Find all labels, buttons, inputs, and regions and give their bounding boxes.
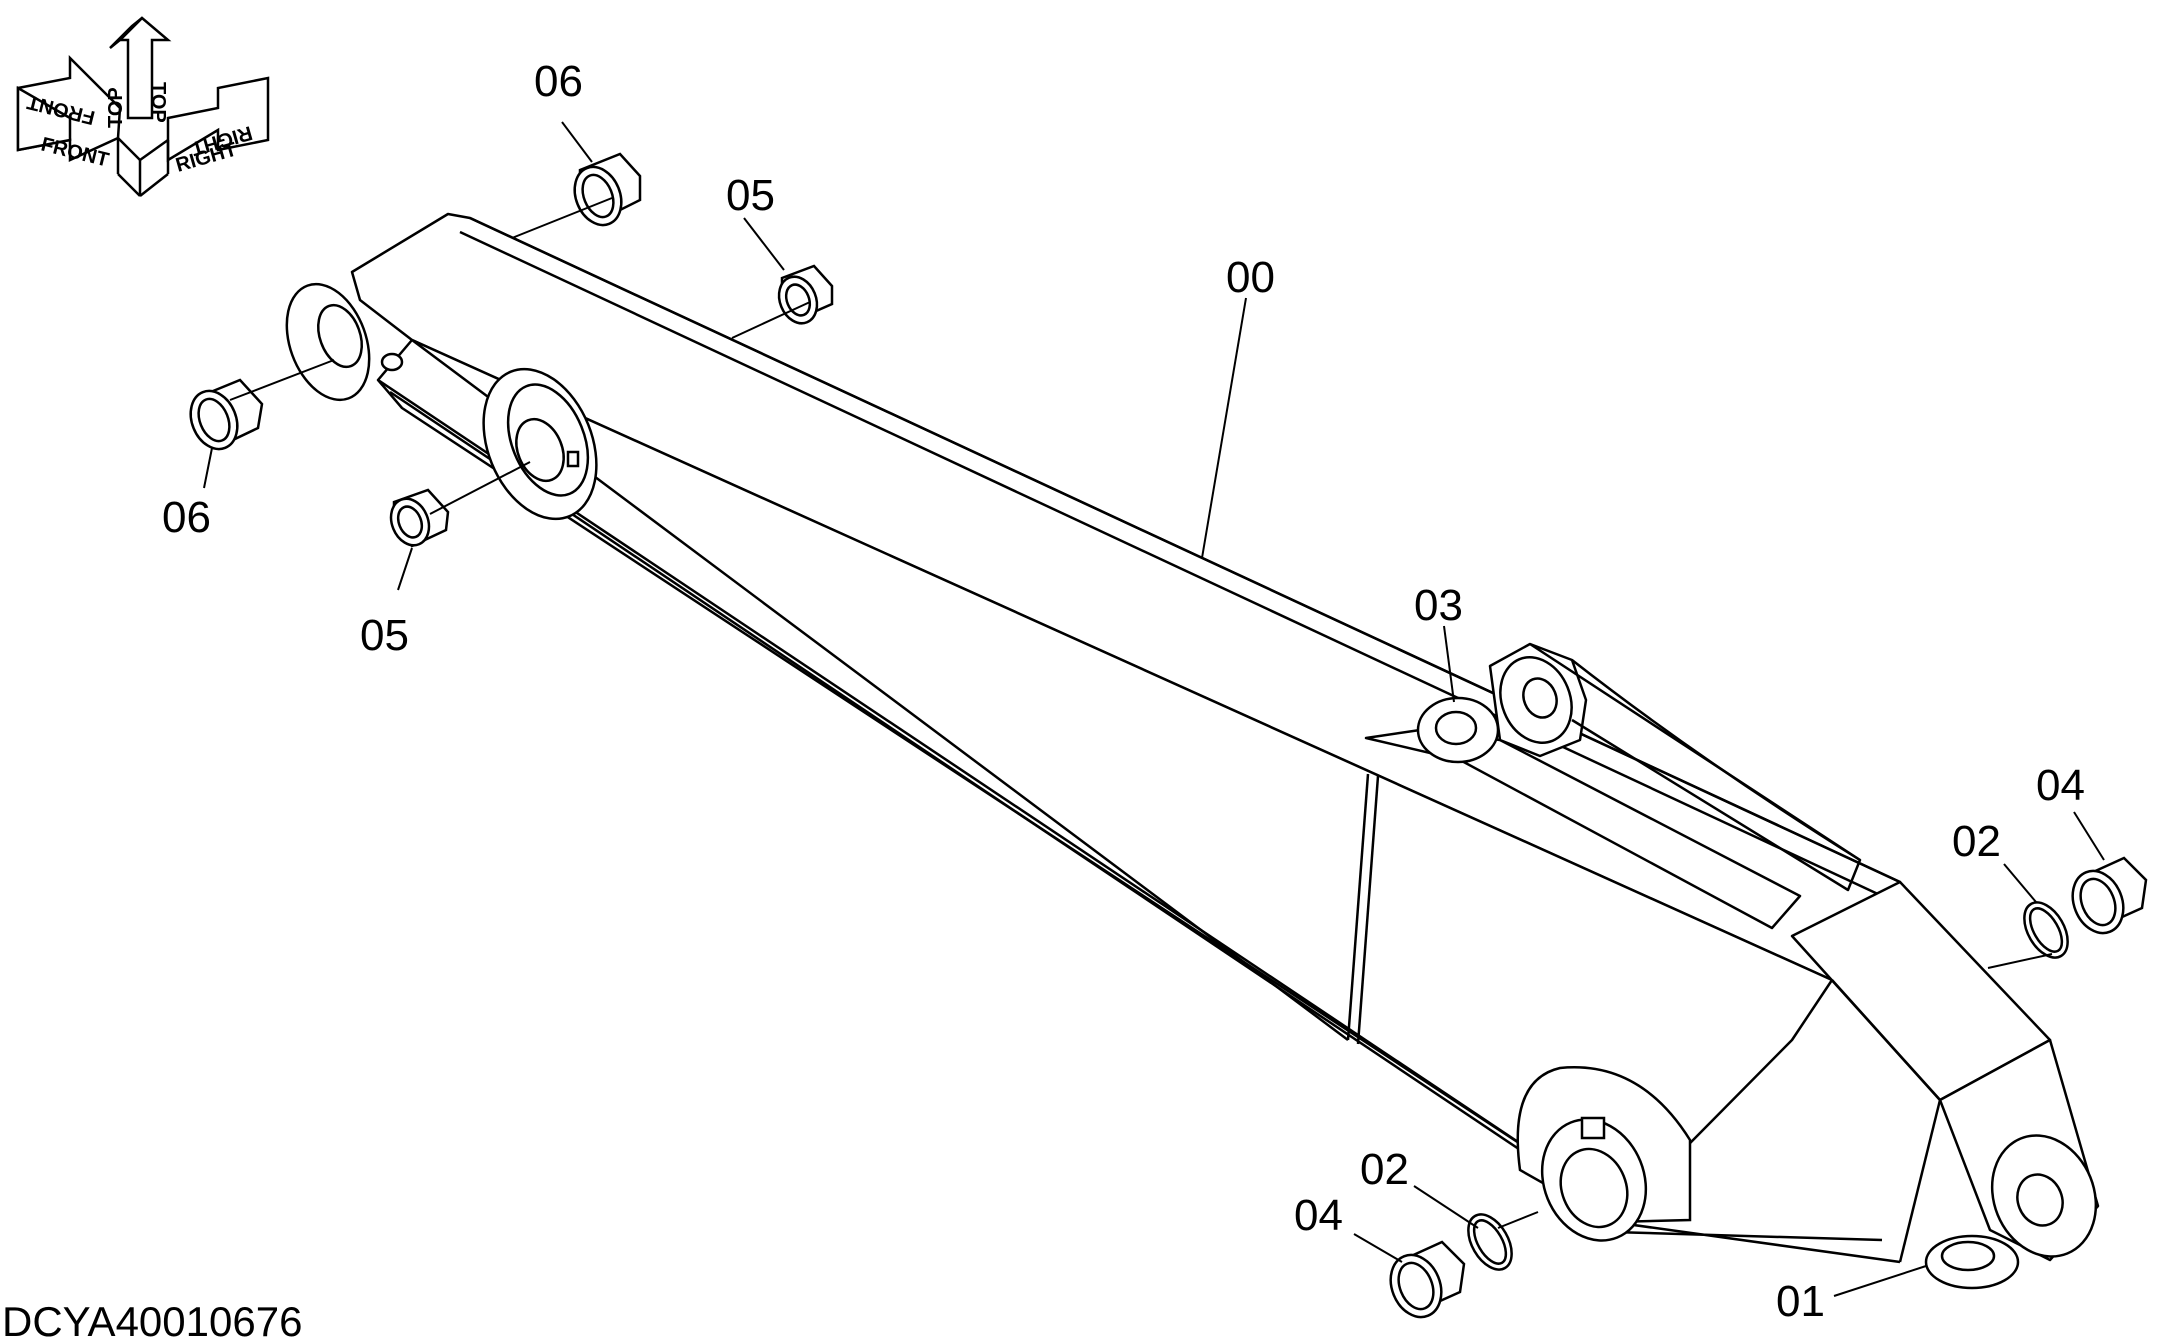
ring-02-bottom (1467, 1213, 1513, 1271)
callout-01: 01 (1776, 1277, 1825, 1326)
callout-06: 06 (534, 57, 583, 106)
bushing-05-left (389, 488, 450, 548)
compass-top-label-mirror: TOP (147, 82, 169, 123)
arm-bottom-boss (1516, 1066, 1692, 1242)
callout-05: 05 (726, 171, 775, 220)
ring-02-right (2023, 901, 2069, 959)
callout-02: 02 (1360, 1145, 1409, 1194)
arm-top-boss (1416, 656, 1573, 764)
arm-body (350, 212, 2100, 1264)
callout-02: 02 (1952, 817, 2001, 866)
callout-04: 04 (2036, 761, 2085, 810)
bushing-04-bottom (1389, 1240, 1466, 1319)
bushing-04-right (2071, 856, 2148, 935)
bushing-06-left (189, 378, 264, 451)
callout-04: 04 (1294, 1191, 1343, 1240)
callout-00: 00 (1226, 253, 1275, 302)
arm-side-boss (482, 367, 598, 521)
document-id: DCYA40010676 (2, 1298, 302, 1344)
orientation-compass (16, 16, 270, 197)
bushing-06-top (573, 152, 642, 227)
callout-06: 06 (162, 493, 211, 542)
arm-end-boss (1924, 1134, 2098, 1290)
callout-05: 05 (360, 611, 409, 660)
leader-lines (203, 121, 2105, 1297)
callout-03: 03 (1414, 581, 1463, 630)
compass-top-label: TOP (105, 87, 127, 128)
bushing-05-top (777, 264, 834, 325)
